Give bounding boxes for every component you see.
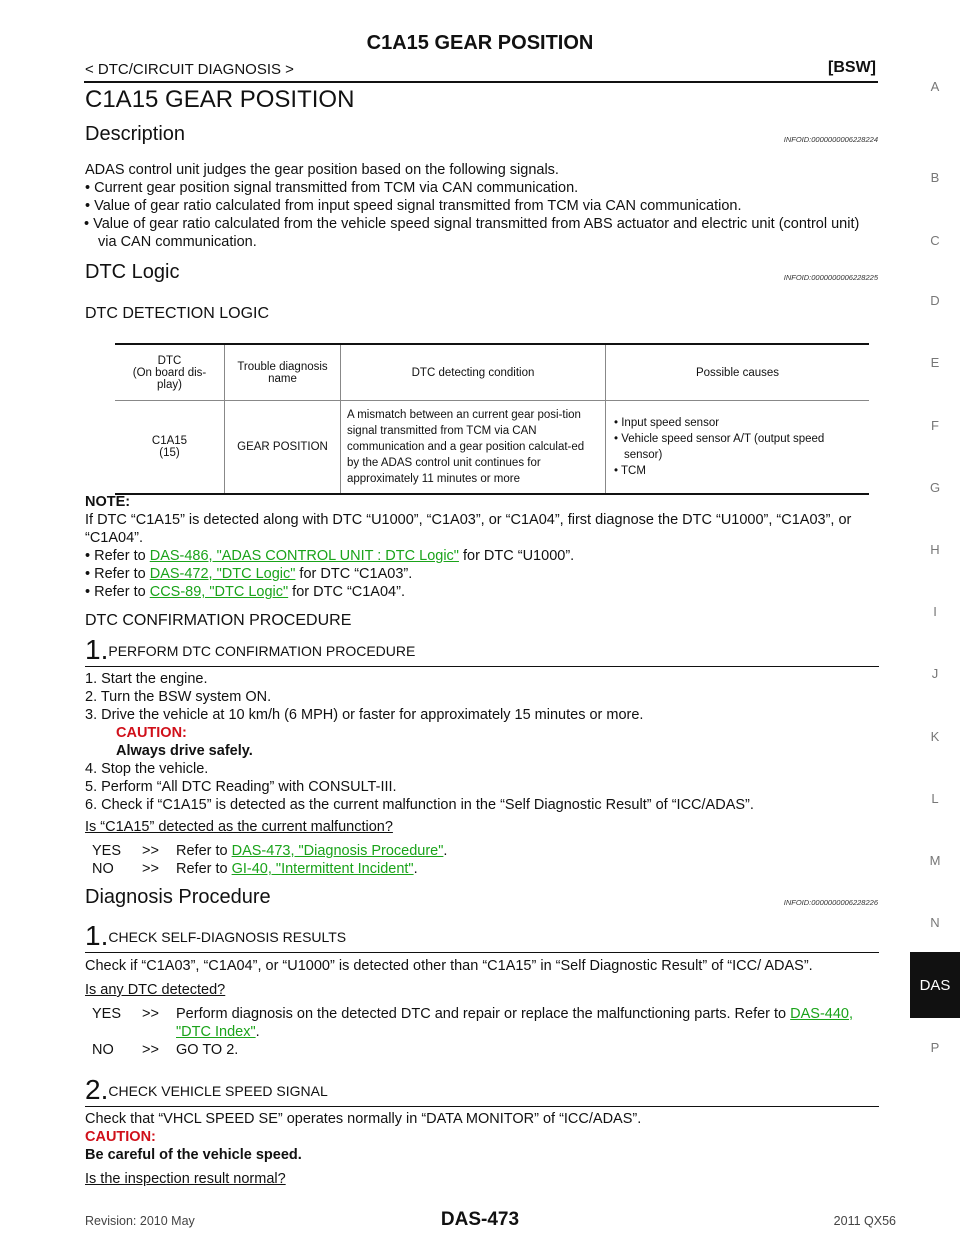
cause-item: • Input speed sensor [614, 417, 720, 429]
note-text: If DTC “C1A15” is detected along with DT… [85, 512, 852, 546]
link-das-486[interactable]: DAS-486, "ADAS CONTROL UNIT : DTC Logic" [149, 548, 459, 564]
description-infoid: INFOID:0000000006228224 [783, 135, 878, 144]
section-code: [BSW] [828, 59, 876, 76]
no-answer: NO>>Refer to GI-40, "Intermittent Incide… [92, 861, 418, 877]
side-index-l[interactable]: L [931, 791, 939, 806]
header-rule [84, 81, 878, 83]
link-ccs-89[interactable]: CCS-89, "DTC Logic" [149, 584, 289, 600]
breadcrumb: < DTC/CIRCUIT DIAGNOSIS > [85, 61, 294, 78]
page-title: C1A15 GEAR POSITION [85, 86, 355, 113]
footer-revision: Revision: 2010 May [85, 1214, 195, 1228]
diagnosis-step-1-body: Check if “C1A03”, “C1A04”, or “U1000” is… [85, 957, 879, 1059]
diagnosis-step-2-body: Check that “VHCL SPEED SE” operates norm… [85, 1110, 879, 1188]
side-index-c[interactable]: C [930, 233, 940, 248]
side-index-a[interactable]: A [930, 79, 940, 94]
table-header-dtc: DTC (On board dis- play) [115, 345, 225, 400]
side-index-m[interactable]: M [929, 853, 941, 868]
side-index-j[interactable]: J [931, 666, 939, 681]
description-bullet: • Value of gear ratio calculated from th… [84, 216, 860, 250]
step-label: CHECK VEHICLE SPEED SIGNAL [108, 1083, 328, 1099]
description-heading: Description [85, 123, 186, 145]
list-item: 4. Stop the vehicle. [85, 761, 209, 777]
side-index-k[interactable]: K [930, 729, 940, 744]
list-item: 3. Drive the vehicle at 10 km/h (6 MPH) … [85, 707, 644, 723]
diagnosis-heading: Diagnosis Procedure [85, 886, 271, 908]
description-bullet: • Value of gear ratio calculated from in… [85, 198, 742, 214]
description-intro: ADAS control unit judges the gear positi… [85, 162, 559, 178]
cause-item: • Vehicle speed sensor A/T (output speed… [614, 433, 825, 461]
note-block: NOTE: If DTC “C1A15” is detected along w… [85, 493, 879, 601]
step-number: 2. [85, 1074, 109, 1105]
footer-model: 2011 QX56 [833, 1214, 896, 1228]
confirmation-question: Is “C1A15” detected as the current malfu… [85, 819, 393, 835]
side-index-g[interactable]: G [929, 480, 941, 495]
list-item: 6. Check if “C1A15” is detected as the c… [85, 797, 754, 813]
side-index-das-active[interactable]: DAS [910, 952, 960, 1018]
step-label: PERFORM DTC CONFIRMATION PROCEDURE [108, 643, 416, 659]
table-header-row: DTC (On board dis- play) Trouble diagnos… [115, 345, 869, 401]
side-index-h[interactable]: H [930, 542, 940, 557]
refer-line: • Refer to CCS-89, "DTC Logic" for DTC “… [85, 584, 405, 600]
table-header-causes: Possible causes [695, 366, 780, 379]
step-question: Is the inspection result normal? [85, 1171, 286, 1187]
step-text: Check if “C1A03”, “C1A04”, or “U1000” is… [85, 958, 813, 974]
header-title: C1A15 GEAR POSITION [366, 32, 594, 54]
caution-label: CAUTION: [85, 1129, 156, 1145]
side-index-n[interactable]: N [930, 915, 940, 930]
side-index-i[interactable]: I [933, 604, 937, 619]
table-cell-condition: A mismatch between an current gear posi-… [341, 401, 606, 493]
table-cell-causes: • Input speed sensor • Vehicle speed sen… [606, 401, 869, 493]
description-body: ADAS control unit judges the gear positi… [84, 161, 879, 251]
refer-line: • Refer to DAS-472, "DTC Logic" for DTC … [85, 566, 413, 582]
diagnosis-step-2: 2.CHECK VEHICLE SPEED SIGNAL [85, 1074, 879, 1107]
cause-item: • TCM [614, 465, 646, 477]
dtc-confirmation-heading: DTC CONFIRMATION PROCEDURE [85, 612, 352, 629]
link-gi-40[interactable]: GI-40, "Intermittent Incident" [231, 861, 414, 877]
description-bullet: • Current gear position signal transmitt… [85, 180, 579, 196]
side-index-e[interactable]: E [930, 355, 940, 370]
link-das-440[interactable]: DAS-440, "DTC Index" [176, 1006, 854, 1040]
list-item: 5. Perform “All DTC Reading” with CONSUL… [85, 779, 397, 795]
table-cell-name: GEAR POSITION [225, 401, 341, 493]
step-number: 1. [85, 634, 109, 665]
caution-label: CAUTION: [116, 725, 187, 741]
side-index-f[interactable]: F [931, 418, 939, 433]
diagnosis-step-1: 1.CHECK SELF-DIAGNOSIS RESULTS [85, 920, 879, 953]
yes-answer: YES>>Perform diagnosis on the detected D… [92, 1006, 854, 1040]
footer-page-number: DAS-473 [440, 1209, 520, 1230]
confirmation-step-1: 1.PERFORM DTC CONFIRMATION PROCEDURE [85, 634, 879, 667]
table-row: C1A15 (15) GEAR POSITION A mismatch betw… [115, 401, 869, 493]
table-cell-dtc: C1A15 (15) [115, 401, 225, 493]
yes-answer: YES>>Refer to DAS-473, "Diagnosis Proced… [92, 843, 448, 859]
no-answer: NO>>GO TO 2. [92, 1042, 239, 1058]
dtc-detection-heading: DTC DETECTION LOGIC [85, 305, 270, 322]
step-question: Is any DTC detected? [85, 982, 226, 998]
dtc-detection-table: DTC (On board dis- play) Trouble diagnos… [115, 343, 869, 495]
caution-text: Be careful of the vehicle speed. [85, 1147, 302, 1163]
list-item: 2. Turn the BSW system ON. [85, 689, 272, 705]
confirmation-steps: 1. Start the engine. 2. Turn the BSW sys… [85, 670, 879, 878]
note-label: NOTE: [85, 494, 131, 510]
diagnosis-infoid: INFOID:0000000006228226 [783, 898, 878, 907]
table-header-condition: DTC detecting condition [341, 345, 606, 400]
step-label: CHECK SELF-DIAGNOSIS RESULTS [108, 929, 347, 945]
side-index-p[interactable]: P [930, 1040, 940, 1055]
link-das-473[interactable]: DAS-473, "Diagnosis Procedure" [231, 843, 444, 859]
dtc-logic-infoid: INFOID:0000000006228225 [783, 273, 878, 282]
side-index-b[interactable]: B [930, 170, 940, 185]
link-das-472[interactable]: DAS-472, "DTC Logic" [149, 566, 296, 582]
refer-line: • Refer to DAS-486, "ADAS CONTROL UNIT :… [85, 548, 575, 564]
caution-text: Always drive safely. [116, 743, 253, 759]
dtc-logic-heading: DTC Logic [85, 261, 180, 283]
side-index-d[interactable]: D [930, 293, 940, 308]
list-item: 1. Start the engine. [85, 671, 208, 687]
step-text: Check that “VHCL SPEED SE” operates norm… [85, 1111, 642, 1127]
table-header-name: Trouble diagnosis name [225, 345, 341, 400]
step-number: 1. [85, 920, 109, 951]
